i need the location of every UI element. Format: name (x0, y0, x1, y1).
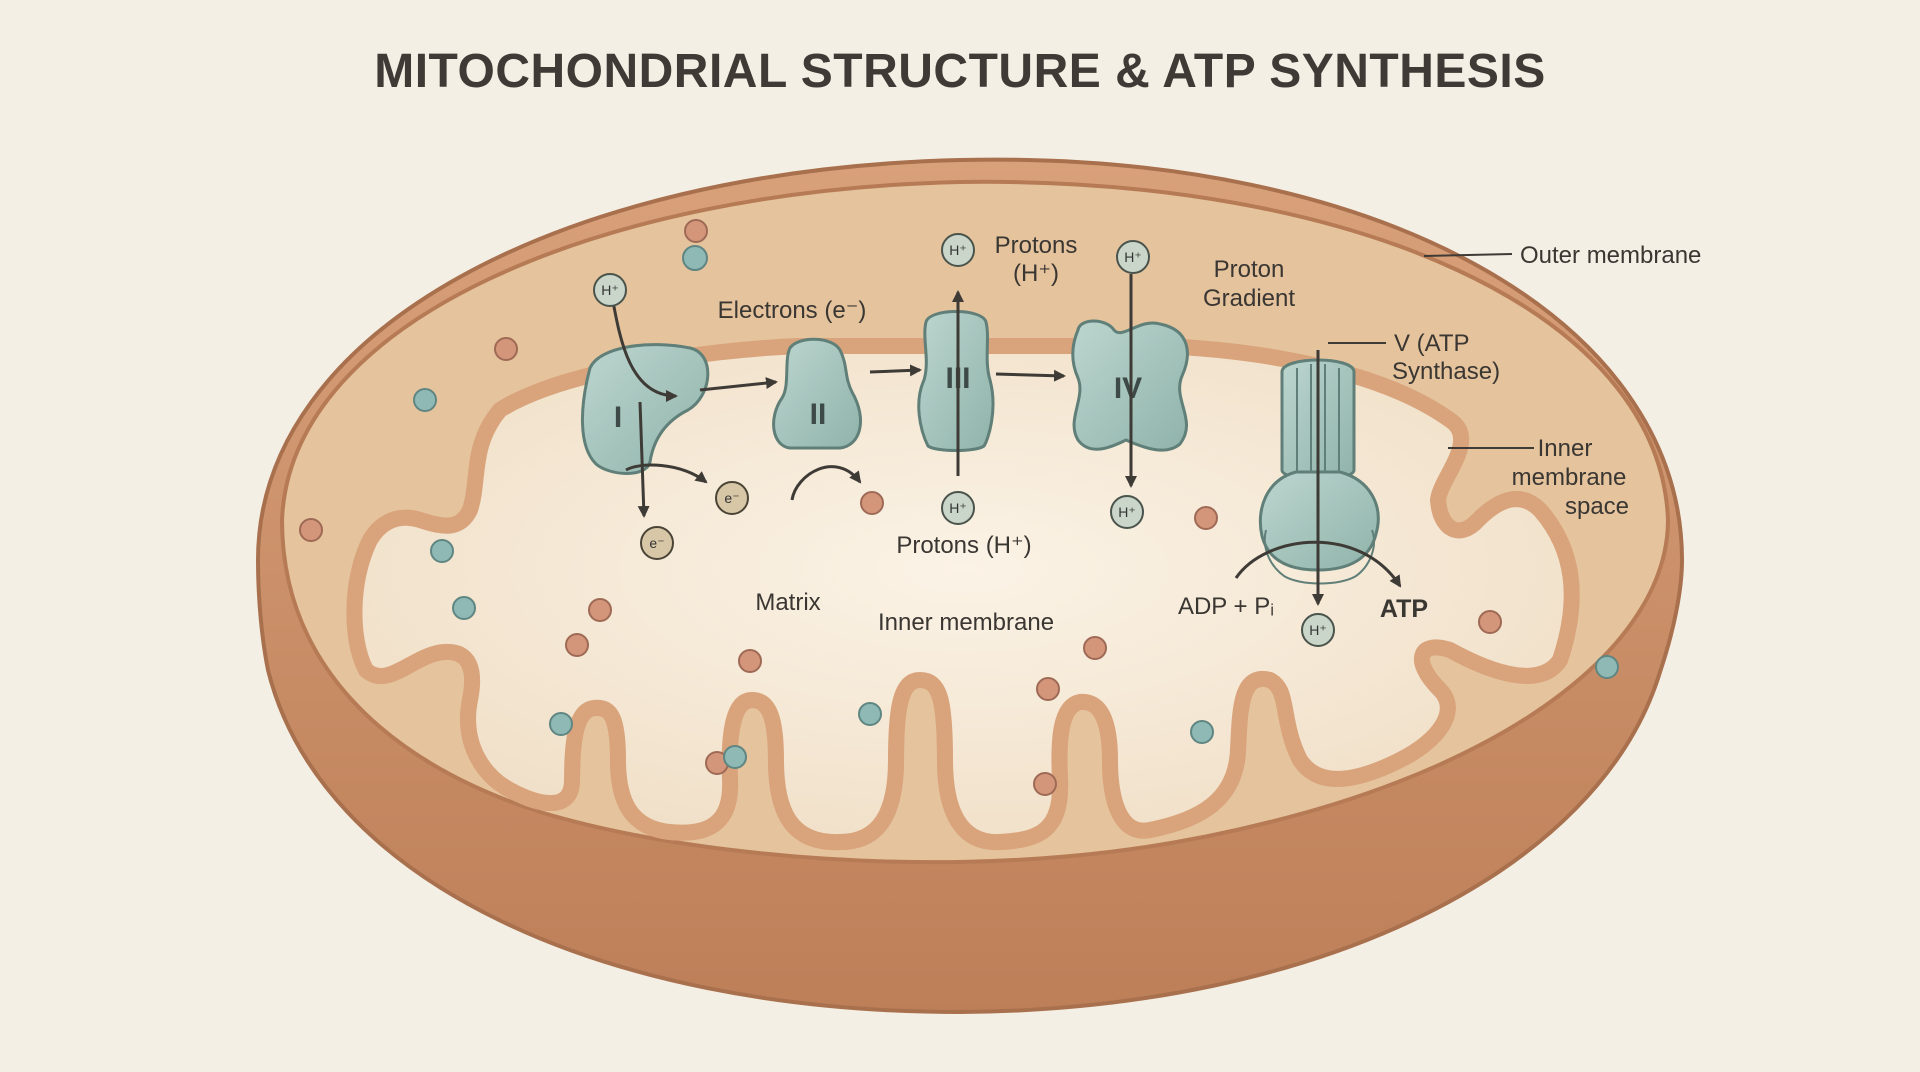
protons-top-label-line1: Protons (995, 232, 1078, 259)
complex-ii: II (772, 337, 862, 450)
svg-text:H⁺: H⁺ (1124, 249, 1142, 265)
svg-text:e⁻: e⁻ (724, 490, 739, 506)
proton-token: H⁺ (941, 491, 975, 525)
proton-gradient-label-line1: Proton (1214, 256, 1285, 283)
molecule-dot (1190, 720, 1214, 744)
complex-iv-label: IV (1114, 372, 1142, 405)
electron-token: e⁻ (715, 481, 749, 515)
proton-token: H⁺ (941, 233, 975, 267)
proton-token: H⁺ (1301, 613, 1335, 647)
complex-i-label: I (614, 401, 622, 434)
molecule-dot (1033, 772, 1057, 796)
molecule-dot (858, 702, 882, 726)
electron-token: e⁻ (640, 526, 674, 560)
molecule-dot (1194, 506, 1218, 530)
inner-membrane-space-label-line3: space (1565, 493, 1629, 520)
molecule-dot (682, 245, 708, 271)
svg-text:e⁻: e⁻ (649, 535, 664, 551)
inner-membrane-space-label-line1: Inner (1538, 435, 1593, 462)
molecule-dot (1478, 610, 1502, 634)
molecule-dot (494, 337, 518, 361)
leader-lines (1328, 253, 1534, 449)
proton-token: H⁺ (1110, 495, 1144, 529)
molecule-dot (565, 633, 589, 657)
molecule-dot (1036, 677, 1060, 701)
molecule-dot (299, 518, 323, 542)
inner-membrane (354, 338, 1571, 842)
svg-text:H⁺: H⁺ (1309, 622, 1327, 638)
complex-ii-label: II (810, 398, 827, 431)
molecule-dot (549, 712, 573, 736)
proton-gradient-label-line2: Gradient (1203, 285, 1295, 312)
outer-membrane-label: Outer membrane (1520, 242, 1701, 269)
inner-membrane-space-label-line2: membrane (1512, 464, 1627, 491)
atp-synthase-label-line1: V (ATP (1394, 330, 1470, 357)
proton-token: H⁺ (593, 273, 627, 307)
electron-flow-arrows (610, 274, 1402, 606)
inner-membrane-label: Inner membrane (878, 609, 1054, 636)
molecule-dot (738, 649, 762, 673)
diagram-title: MITOCHONDRIAL STRUCTURE & ATP SYNTHESIS (374, 45, 1546, 98)
protons-top-label-line2: (H⁺) (1013, 260, 1059, 287)
molecule-dot (860, 491, 884, 515)
atp-synthase-label-line2: Synthase) (1392, 358, 1500, 385)
svg-text:H⁺: H⁺ (949, 500, 967, 516)
svg-text:H⁺: H⁺ (949, 242, 967, 258)
molecule-dot (588, 598, 612, 622)
molecule-dot (430, 539, 454, 563)
svg-text:H⁺: H⁺ (601, 282, 619, 298)
molecule-dot (1083, 636, 1107, 660)
molecule-dot (1595, 655, 1619, 679)
molecules (299, 219, 1619, 796)
svg-text:H⁺: H⁺ (1118, 504, 1136, 520)
molecule-dot (452, 596, 476, 620)
molecule-dot (413, 388, 437, 412)
matrix-label: Matrix (755, 589, 820, 616)
molecule-dot (723, 745, 747, 769)
complex-i: I (580, 343, 710, 475)
complex-iii: III (917, 310, 995, 452)
adp-pi-label: ADP + Pᵢ (1178, 593, 1274, 620)
molecule-dot (684, 219, 708, 243)
protons-bottom-label: Protons (H⁺) (896, 532, 1031, 559)
proton-token: H⁺ (1116, 240, 1150, 274)
electrons-label: Electrons (e⁻) (718, 297, 867, 324)
atp-label: ATP (1380, 595, 1428, 623)
